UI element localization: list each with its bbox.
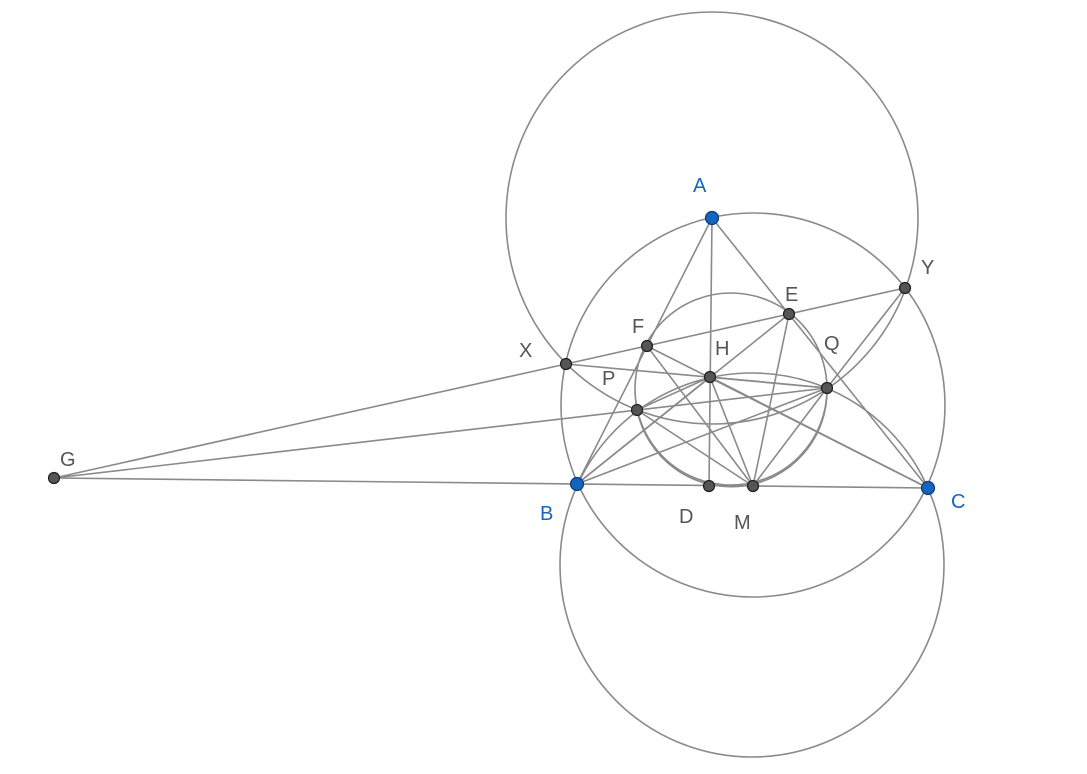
segment-BH [576, 376, 711, 485]
label-D: D [679, 506, 693, 528]
point-C[interactable] [920, 480, 936, 496]
label-A: A [693, 175, 707, 197]
label-Y: Y [921, 257, 934, 279]
point-H [703, 370, 717, 384]
segment-HM [709, 376, 754, 487]
point-M [746, 479, 760, 493]
segment-FM [646, 345, 754, 487]
segment-PH [636, 376, 711, 411]
label-M: M [734, 512, 751, 534]
segment-EM [752, 313, 790, 487]
label-X: X [519, 340, 532, 362]
label-F: F [632, 316, 644, 338]
point-X [559, 357, 573, 371]
circle-centered-A [505, 11, 919, 425]
point-G [47, 471, 61, 485]
circumcircle-ABC [560, 212, 946, 598]
label-G: G [60, 449, 76, 471]
point-Y [898, 281, 912, 295]
segment-AC [711, 217, 929, 489]
point-P [630, 403, 644, 417]
segment-QY [826, 287, 906, 389]
label-P: P [602, 368, 615, 390]
point-Q [820, 381, 834, 395]
point-D [702, 479, 716, 493]
segment-PM [636, 409, 754, 487]
point-E [782, 307, 796, 321]
segment-BQ [576, 387, 828, 485]
label-E: E [785, 284, 798, 306]
segment-QM [752, 387, 828, 487]
circle-centered-M [559, 372, 945, 758]
point-A[interactable] [704, 210, 720, 226]
point-B[interactable] [569, 476, 585, 492]
segment-AD [708, 217, 713, 487]
segment-GX [53, 363, 567, 479]
segment-XY [565, 287, 906, 365]
label-B: B [540, 503, 553, 525]
segment-HQ [709, 376, 828, 389]
segment-HC [709, 376, 929, 489]
segment-GC [53, 477, 929, 489]
label-C: C [951, 491, 965, 513]
label-H: H [715, 338, 729, 360]
segment-GQ [53, 387, 828, 479]
point-F [640, 339, 654, 353]
label-Q: Q [824, 333, 840, 355]
